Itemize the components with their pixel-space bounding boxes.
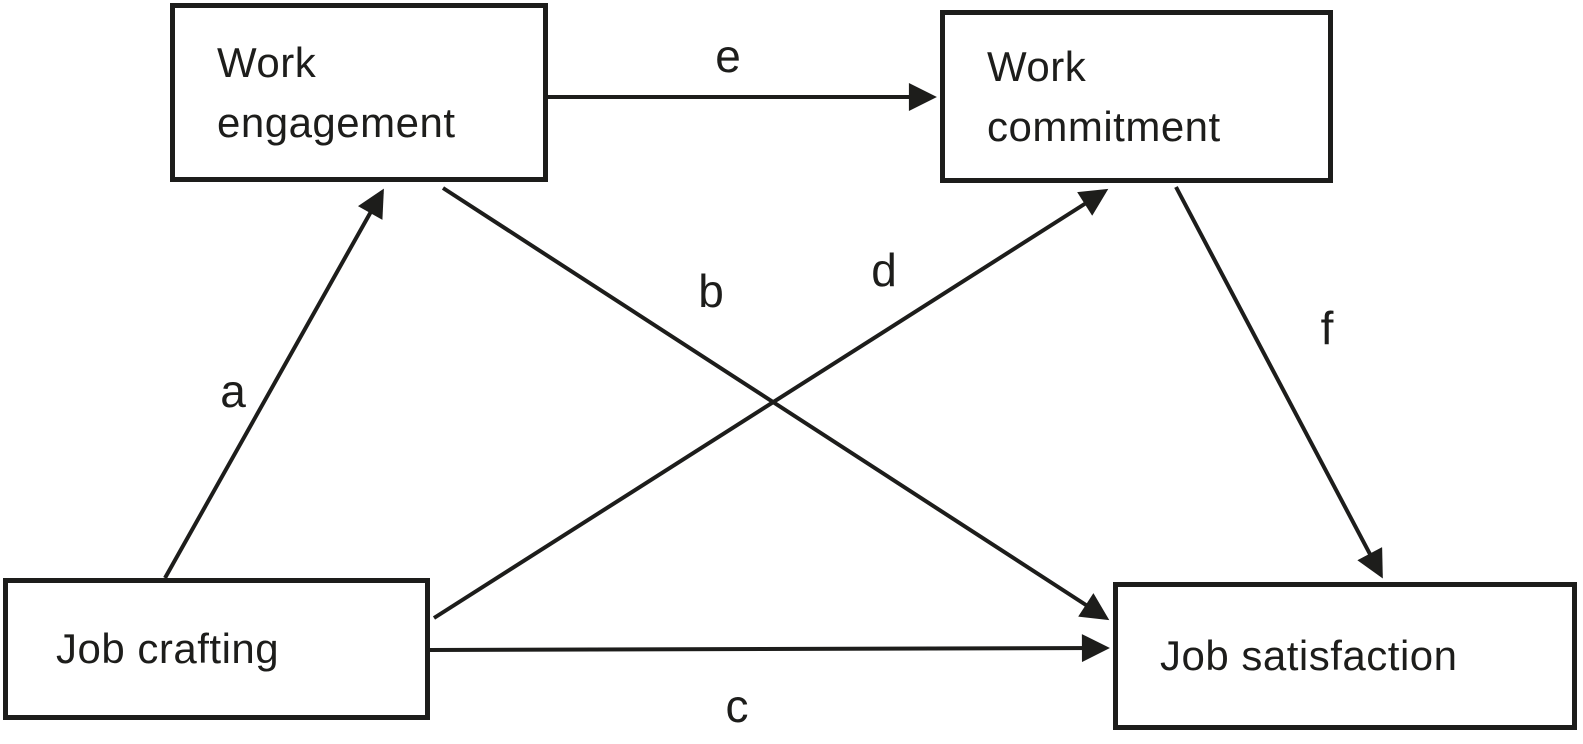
node-job-satisfaction-label: Job satisfaction xyxy=(1160,632,1458,680)
node-job-satisfaction: Job satisfaction xyxy=(1113,582,1577,730)
edge-label-f: f xyxy=(1320,302,1334,354)
edge-label-b: b xyxy=(698,265,724,317)
arrow-c-job-crafting-to-job-satisfaction xyxy=(429,634,1110,663)
node-work-engagement-label: Work engagement xyxy=(217,38,456,146)
arrow-f-work-commitment-to-job-satisfaction xyxy=(1174,186,1383,579)
edge-label-c: c xyxy=(725,680,749,732)
node-job-crafting-label: Job crafting xyxy=(56,625,280,673)
arrow-d-job-crafting-to-work-commitment xyxy=(432,188,1109,620)
edge-label-a: a xyxy=(220,365,246,417)
node-work-engagement: Work engagement xyxy=(170,3,548,182)
edge-label-d: d xyxy=(871,244,897,296)
arrow-a-job-crafting-to-work-engagement xyxy=(163,188,384,579)
node-work-commitment-label: Work commitment xyxy=(987,42,1221,150)
node-work-commitment: Work commitment xyxy=(940,10,1333,183)
edge-label-e: e xyxy=(715,30,741,82)
node-job-crafting: Job crafting xyxy=(3,578,430,720)
